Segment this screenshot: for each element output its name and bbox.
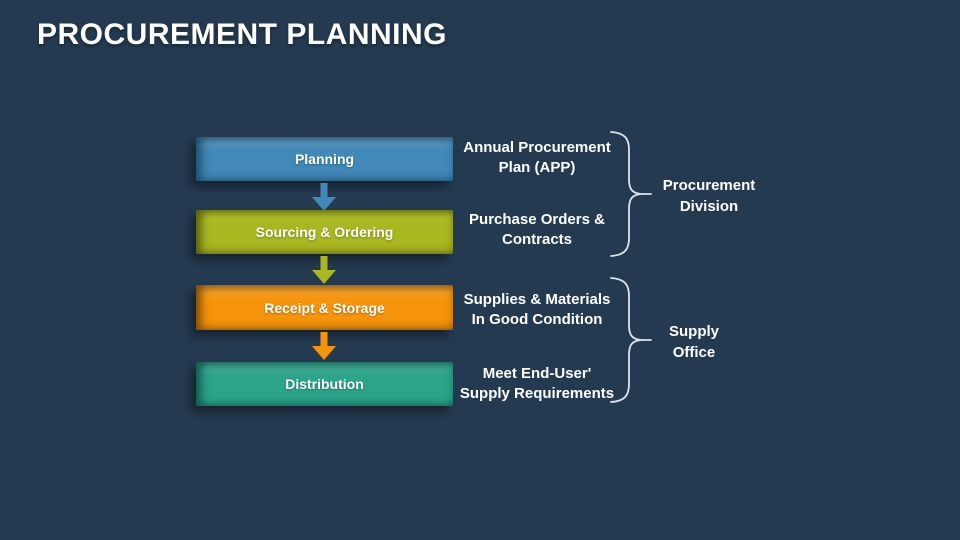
flow-step-label: Distribution	[285, 376, 364, 392]
caption-meet-end-user-requirements: Meet End-User' Supply Requirements	[459, 365, 615, 402]
flow-step-label: Planning	[294, 151, 355, 167]
curly-brace-icon	[608, 130, 654, 258]
slide-title: PROCUREMENT PLANNING	[37, 18, 448, 51]
caption-annual-procurement-plan: Annual Procurement Plan (APP)	[463, 139, 611, 176]
group-label-supply-office: Supply Office	[668, 323, 719, 361]
flow-step-label: Sourcing & Ordering	[255, 224, 394, 240]
flow-step-receipt-storage: Receipt & Storage	[196, 285, 453, 330]
down-arrow-icon	[311, 183, 337, 211]
flow-step-planning: Planning	[196, 137, 453, 181]
caption-supplies-materials: Supplies & Materials In Good Condition	[463, 291, 611, 328]
group-label-procurement-division: Procurement Division	[662, 177, 756, 215]
down-arrow-icon	[311, 332, 337, 360]
flow-step-distribution: Distribution	[196, 362, 453, 406]
flow-step-sourcing-ordering: Sourcing & Ordering	[196, 210, 453, 254]
caption-purchase-orders-contracts: Purchase Orders & Contracts	[469, 211, 605, 248]
curly-brace-icon	[608, 276, 654, 404]
down-arrow-icon	[311, 256, 337, 284]
flow-step-label: Receipt & Storage	[264, 299, 385, 316]
